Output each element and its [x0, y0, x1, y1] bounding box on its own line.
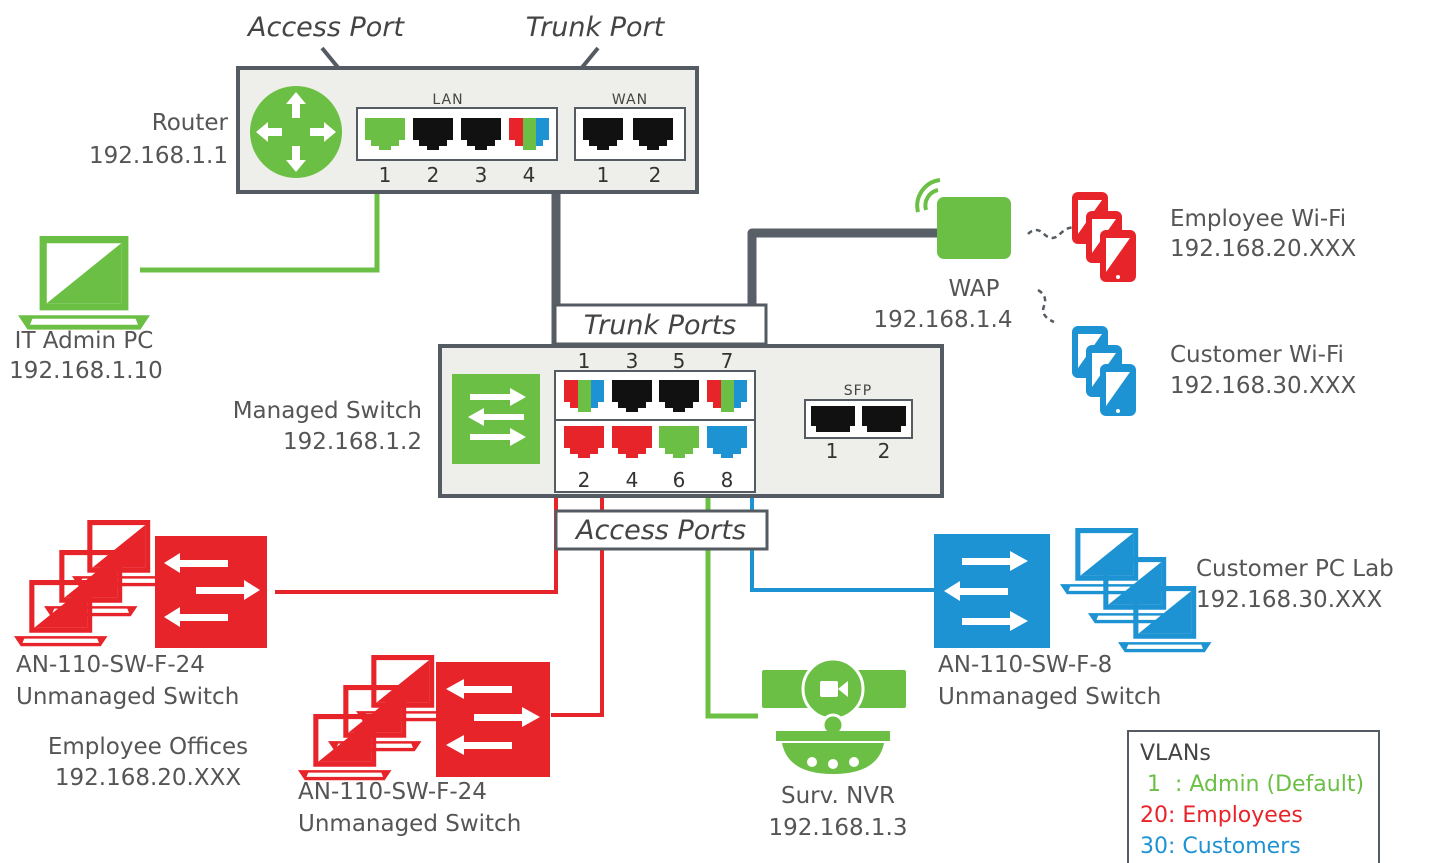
switch-port-5[interactable]	[659, 380, 699, 412]
switch-sfp-label: SFP	[844, 383, 872, 399]
wap-name: WAP	[948, 276, 999, 302]
tablet-stack-icon	[1072, 326, 1136, 416]
trunk-ports-box	[553, 303, 768, 346]
router-lan-num-4: 4	[523, 163, 536, 187]
employee-wifi-ip: 192.168.20.XXX	[1170, 236, 1357, 262]
access-ports-label: Access Ports	[574, 515, 746, 546]
switch-sfp-num-1: 1	[826, 439, 839, 463]
switch-bottom-num-2: 2	[578, 468, 591, 492]
router-wan-num-1: 1	[597, 163, 610, 187]
wap-ip: 192.168.1.4	[874, 307, 1013, 333]
router-wan-label: WAN	[612, 92, 648, 108]
switch-port-8[interactable]	[707, 426, 747, 458]
switch-port-7[interactable]	[707, 380, 747, 412]
legend-item-admin: 1 : Admin (Default)	[1140, 772, 1364, 797]
employee-switch-1-type: Unmanaged Switch	[16, 684, 239, 710]
switch-sfp-num-2: 2	[878, 439, 891, 463]
customer-lab-name: Customer PC Lab	[1196, 556, 1394, 582]
switch-name: Managed Switch	[233, 398, 422, 424]
header-access-port: Access Port	[246, 12, 405, 43]
vlan-legend: VLANs 1 : Admin (Default) 20: Employees …	[1127, 730, 1380, 863]
router-wan-num-2: 2	[649, 163, 662, 187]
legend-item-employees: 20: Employees	[1140, 803, 1303, 828]
customer-wifi-ip: 192.168.30.XXX	[1170, 373, 1357, 399]
managed-switch: 1 3 5 7 2 4 6 8 SFP 1 2	[438, 344, 944, 498]
switch-port-6[interactable]	[659, 426, 699, 458]
it-admin-ip: 192.168.1.10	[9, 358, 163, 384]
switch-top-num-1: 1	[578, 349, 591, 373]
switch-port-1[interactable]	[564, 380, 604, 412]
router-lan-num-3: 3	[475, 163, 488, 187]
tablet-stack-icon	[1072, 192, 1136, 282]
employee-offices-name: Employee Offices	[48, 734, 248, 760]
legend-title: VLANs	[1140, 741, 1211, 766]
switch-top-num-3: 3	[626, 349, 639, 373]
router-ip: 192.168.1.1	[89, 143, 228, 169]
switch-arrows-icon	[155, 536, 267, 648]
switch-port-2[interactable]	[564, 426, 604, 458]
employee-switch-2-model: AN-110-SW-F-24	[298, 779, 487, 805]
switch-top-num-7: 7	[721, 349, 734, 373]
router-lan-port-3[interactable]	[461, 118, 501, 150]
router-lan-label: LAN	[432, 92, 463, 108]
nvr-name: Surv. NVR	[781, 783, 895, 809]
header-trunk-port: Trunk Port	[526, 12, 666, 43]
legend-item-customers: 30: Customers	[1140, 834, 1301, 859]
employee-switch-1-model: AN-110-SW-F-24	[16, 652, 205, 678]
router-name: Router	[152, 110, 229, 136]
laptop-icon	[1060, 528, 1212, 653]
router-lan-port-4[interactable]	[509, 118, 549, 150]
router-lan-port-2[interactable]	[413, 118, 453, 150]
wireless-ap-icon	[915, 178, 1011, 259]
camera-nvr-icon	[762, 657, 906, 774]
laptop-icon	[18, 236, 150, 330]
laptop-icon	[14, 520, 166, 647]
router-wan-port-2[interactable]	[633, 118, 673, 150]
laptop-icon	[298, 655, 450, 781]
customer-wifi-name: Customer Wi-Fi	[1170, 342, 1344, 368]
switch-port-4[interactable]	[612, 426, 652, 458]
access-ports-box	[554, 509, 769, 551]
router-arrows-icon	[250, 86, 342, 178]
switch-port-3[interactable]	[612, 380, 652, 412]
customer-lab-ip: 192.168.30.XXX	[1196, 587, 1383, 613]
wireless-link-employee	[1027, 226, 1075, 240]
router: LAN 1 2 3 4 WAN 1 2	[236, 66, 699, 194]
router-lan-num-1: 1	[379, 163, 392, 187]
switch-arrows-icon	[452, 374, 540, 464]
customer-switch-model: AN-110-SW-F-8	[938, 652, 1112, 678]
switch-sfp-port-2[interactable]	[862, 406, 906, 432]
employee-switch-2-type: Unmanaged Switch	[298, 811, 521, 837]
employee-wifi-name: Employee Wi-Fi	[1170, 206, 1346, 232]
switch-ip: 192.168.1.2	[283, 429, 422, 455]
customer-switch-type: Unmanaged Switch	[938, 684, 1161, 710]
router-lan-port-1[interactable]	[365, 118, 405, 150]
wireless-link-customer	[1037, 288, 1055, 324]
switch-sfp-port-1[interactable]	[811, 406, 855, 432]
switch-arrows-icon	[934, 534, 1050, 648]
router-wan-port-1[interactable]	[583, 118, 623, 150]
nvr-ip: 192.168.1.3	[769, 815, 908, 841]
switch-bottom-num-8: 8	[721, 468, 734, 492]
router-lan-num-2: 2	[427, 163, 440, 187]
it-admin-name: IT Admin PC	[15, 328, 154, 354]
switch-arrows-icon	[436, 662, 550, 777]
switch-bottom-num-6: 6	[673, 468, 686, 492]
employee-offices-ip: 192.168.20.XXX	[55, 765, 242, 791]
switch-top-num-5: 5	[673, 349, 686, 373]
switch-bottom-num-4: 4	[626, 468, 639, 492]
trunk-ports-label: Trunk Ports	[584, 310, 737, 341]
